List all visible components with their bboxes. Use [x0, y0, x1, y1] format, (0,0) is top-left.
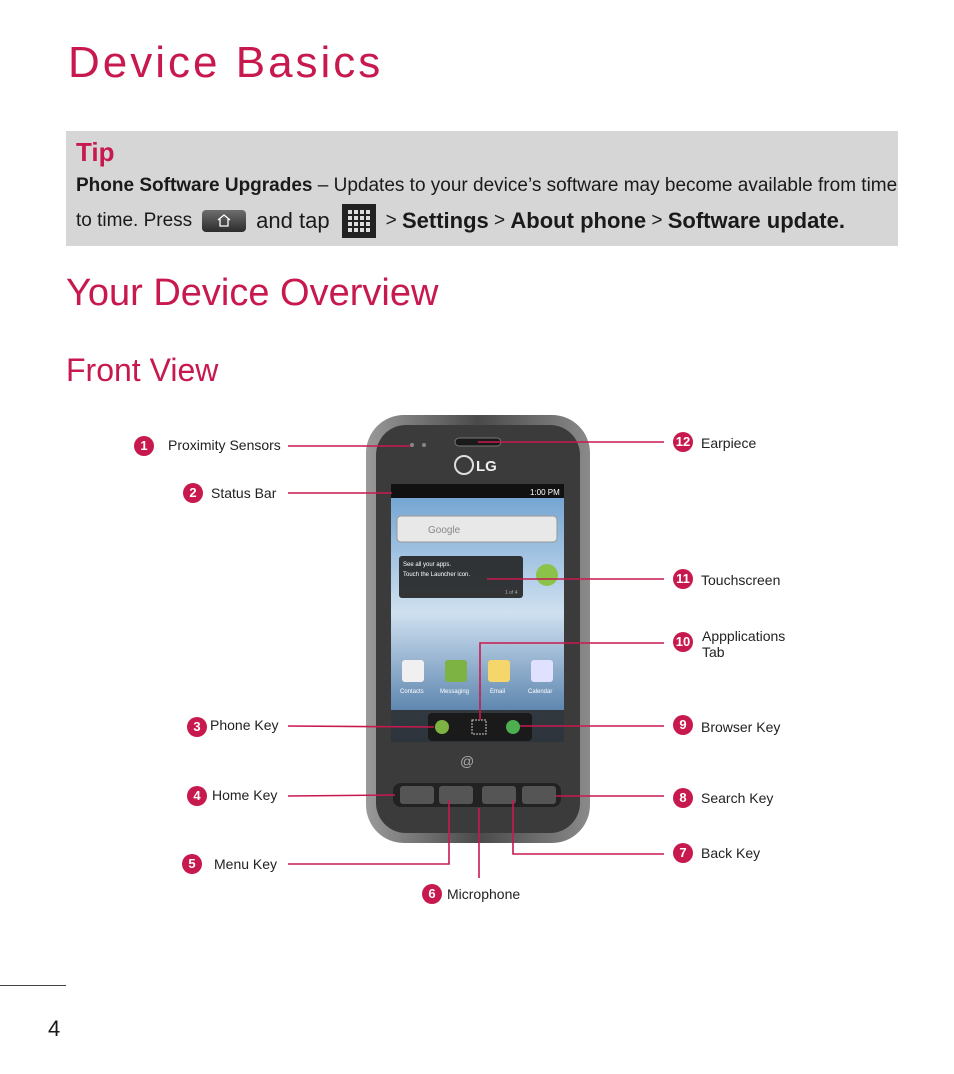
carrier-logo-icon: @: [460, 753, 474, 769]
tip-line2-mid: and tap: [256, 208, 330, 233]
applications-tab-icon[interactable]: [471, 719, 487, 735]
callout-label-phone-key: Phone Key: [210, 717, 279, 733]
app-label-calendar: Calendar: [528, 689, 552, 695]
app-label-messaging: Messaging: [440, 689, 469, 695]
callout-badge-10: 10: [673, 632, 693, 652]
page-number: 4: [48, 1016, 61, 1041]
callout-badge-2: 2: [183, 483, 203, 503]
tip-line2-start: to time. Press: [76, 210, 193, 231]
launcher-grid-icon: [341, 204, 376, 238]
callout-label-applications-tab: Appplications Tab: [702, 628, 785, 660]
messaging-icon[interactable]: [445, 660, 467, 682]
tip-sep-2: >: [494, 210, 506, 231]
callout-badge-7: 7: [673, 843, 693, 863]
callout-label-microphone: Microphone: [447, 886, 521, 902]
tip-box: Tip Phone Software Upgrades – Updates to…: [66, 131, 898, 246]
callout-label-browser-key: Browser Key: [701, 719, 781, 735]
section-title-overview: Your Device Overview: [66, 272, 439, 314]
tooltip-line2: Touch the Launcher icon.: [403, 572, 470, 578]
app-icons-row: Contacts Messaging Email Calendar: [400, 660, 553, 695]
dock-center: [428, 713, 532, 741]
tip-sep-3: >: [651, 210, 663, 231]
callout-label-earpiece: Earpiece: [701, 435, 757, 451]
tip-lead-rest: – Updates to your device’s software may …: [312, 175, 898, 196]
tip-lead-bold: Phone Software Upgrades: [76, 175, 313, 196]
tooltip-line1: See all your apps.: [403, 562, 451, 568]
callout-badge-11: 11: [673, 569, 693, 589]
callout-label-menu-key: Menu Key: [214, 856, 278, 872]
tip-text-line2: to time. Press and tap > Settings > Abou…: [76, 204, 845, 238]
search-key[interactable]: [522, 786, 556, 804]
email-icon[interactable]: [488, 660, 510, 682]
launcher-tooltip: [399, 556, 523, 598]
home-key-icon: [202, 210, 247, 232]
proximity-sensor: [422, 443, 426, 447]
calendar-icon[interactable]: [531, 660, 553, 682]
callout-badge-6: 6: [422, 884, 442, 904]
tip-heading: Tip: [76, 137, 115, 167]
footer-rule: [0, 985, 66, 986]
contacts-icon[interactable]: [402, 660, 424, 682]
brand-logo-text: LG: [476, 458, 497, 475]
back-key[interactable]: [482, 786, 516, 804]
android-mascot-icon: [536, 564, 558, 586]
proximity-sensor: [410, 443, 414, 447]
menu-key[interactable]: [400, 786, 434, 804]
callout-badge-9: 9: [673, 715, 693, 735]
tooltip-page: 1 of 4: [505, 590, 518, 596]
callout-label-home-key: Home Key: [212, 787, 278, 803]
search-widget[interactable]: [396, 515, 558, 543]
callout-label-touchscreen: Touchscreen: [701, 572, 781, 588]
callout-badge-1: 1: [134, 436, 154, 456]
callout-label-proximity-sensors: Proximity Sensors: [168, 437, 281, 453]
callout-badge-12: 12: [673, 432, 693, 452]
tip-text-line1: Phone Software Upgrades – Updates to you…: [76, 175, 897, 197]
callout-badge-4: 4: [187, 786, 207, 806]
app-label-email: Email: [490, 689, 505, 695]
status-time: 1:00 PM: [530, 488, 560, 497]
search-widget-brand: Google: [428, 525, 461, 536]
home-key[interactable]: [439, 786, 473, 804]
callout-badge-3: 3: [187, 717, 207, 737]
hardware-key-bar: [393, 783, 561, 807]
phone-diagram: LG 1:00 PM Google See all your apps. Tou…: [287, 415, 664, 878]
callout-label-back-key: Back Key: [701, 845, 761, 861]
phone-key-icon[interactable]: [435, 720, 449, 734]
browser-key-icon[interactable]: [506, 720, 520, 734]
tip-sep-1: >: [385, 210, 397, 231]
callout-label-status-bar: Status Bar: [211, 485, 277, 501]
lg-logo-icon: [454, 455, 474, 475]
tip-about-phone: About phone: [510, 208, 647, 233]
leader-lines: [287, 441, 664, 878]
callout-badge-5: 5: [182, 854, 202, 874]
status-bar: [391, 484, 564, 498]
callout-label-tab: Tab: [702, 644, 725, 660]
callout-badge-8: 8: [673, 788, 693, 808]
tip-settings: Settings: [401, 208, 489, 233]
section-title-front-view: Front View: [66, 352, 219, 388]
callout-label-search-key: Search Key: [701, 790, 774, 806]
tip-software-update: Software update.: [667, 208, 845, 233]
app-label-contacts: Contacts: [400, 689, 424, 695]
page-title: Device Basics: [68, 38, 384, 87]
callout-label-applications: Appplications: [702, 628, 786, 644]
